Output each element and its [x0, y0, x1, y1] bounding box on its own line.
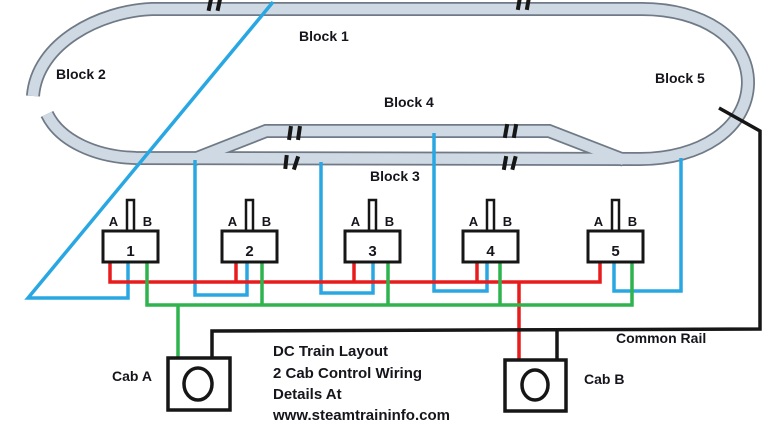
track-border-layer — [26, 1, 756, 167]
common-rail-wires — [210, 106, 762, 361]
switch-2-number: 2 — [245, 243, 253, 260]
cab-units — [166, 356, 568, 413]
cab-a-label: Cab A — [112, 368, 152, 384]
wire-block5-feeder — [612, 158, 683, 293]
switch-1-label-b: B — [143, 214, 152, 229]
gap-marker-top-left — [206, 0, 223, 12]
switch-5-label-a: A — [594, 214, 604, 229]
gap-marker-bottom-left — [283, 154, 301, 171]
switch-3-label-a: A — [351, 214, 361, 229]
switch-5-lever — [610, 198, 621, 233]
switch-1: A B 1 — [101, 198, 160, 264]
switch-2-lever — [244, 198, 255, 233]
wire-common-rail — [210, 106, 762, 359]
common-rail-label: Common Rail — [616, 330, 707, 346]
switch-3-lever — [367, 198, 378, 233]
switch-1-lever — [125, 198, 136, 233]
switch-3-number: 3 — [368, 243, 376, 260]
switch-1-body — [101, 229, 160, 264]
switch-4: A B 4 — [461, 198, 520, 264]
info-text-line-1: DC Train Layout — [273, 343, 389, 360]
gap-marker-bottom-right — [501, 155, 518, 171]
switch-4-label-a: A — [469, 214, 479, 229]
info-text-line-4: www.steamtraininfo.com — [273, 407, 450, 424]
switch-4-label-b: B — [503, 214, 512, 229]
cab-b-label: Cab B — [584, 371, 625, 387]
switch-5-label-b: B — [628, 214, 637, 229]
green-bus-wires — [145, 261, 634, 359]
switch-4-body — [461, 229, 520, 264]
gap-marker-siding-right — [502, 123, 519, 139]
block-3-label: Block 3 — [370, 168, 420, 184]
info-text-line-2: 2 Cab Control Wiring — [273, 365, 423, 382]
switch-5: A B 5 — [586, 198, 645, 264]
red-bus-wires — [108, 261, 602, 361]
switch-2-body — [220, 229, 279, 264]
block-2-label: Block 2 — [56, 66, 106, 82]
track-siding — [190, 125, 626, 165]
gap-marker-top-right — [515, 0, 532, 11]
switch-3-body — [343, 229, 402, 264]
switch-2-label-b: B — [262, 214, 271, 229]
gap-marker-siding-left — [287, 125, 302, 141]
switch-3: A B 3 — [343, 198, 402, 264]
switch-4-number: 4 — [486, 243, 495, 260]
block-switches: A B 1 A B 2 A B 3 — [101, 198, 645, 264]
wire-block3-feeder — [319, 162, 375, 295]
switch-2: A B 2 — [220, 198, 279, 264]
rail-gap-markers — [206, 0, 532, 171]
switch-1-number: 1 — [126, 243, 134, 260]
switch-3-label-b: B — [385, 214, 394, 229]
switch-4-lever — [485, 198, 496, 233]
switch-2-label-a: A — [228, 214, 238, 229]
wire-block4-feeder — [432, 133, 489, 293]
cab-a-unit — [166, 356, 232, 412]
blue-feeder-wires — [24, 0, 683, 300]
block-1-label: Block 1 — [299, 28, 349, 44]
switch-5-number: 5 — [611, 243, 619, 260]
block-4-label: Block 4 — [384, 94, 434, 110]
cab-b-unit — [503, 358, 568, 413]
wire-block2-feeder — [193, 160, 249, 297]
wire-block1-feeder — [24, 0, 275, 300]
info-text-line-3: Details At — [273, 386, 342, 403]
track-oval — [27, 3, 754, 165]
switch-5-body — [586, 229, 645, 264]
switch-1-label-a: A — [109, 214, 119, 229]
track-fill-layer — [27, 3, 754, 165]
cab-a-dial — [182, 366, 214, 402]
block-5-label: Block 5 — [655, 70, 705, 86]
cab-b-dial — [520, 368, 550, 402]
